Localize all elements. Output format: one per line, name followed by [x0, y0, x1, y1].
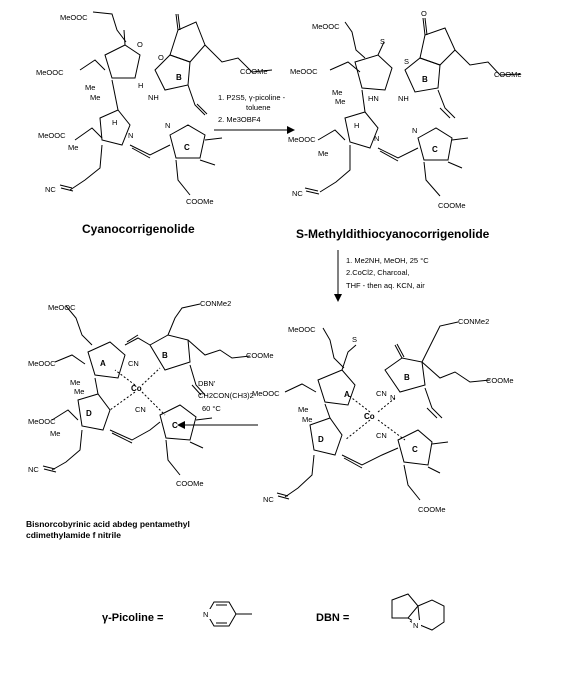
- legend-picoline: γ-Picoline = N: [102, 601, 252, 627]
- label-conme2: CONMe2: [200, 299, 231, 308]
- ring-label-b: B: [162, 351, 168, 360]
- label-meooc: MeOOC: [38, 131, 66, 140]
- label-oxygen: O: [137, 40, 143, 49]
- ring-label-c: C: [172, 421, 178, 430]
- label-nitrogen: N: [390, 393, 395, 402]
- label-nitrogen: N: [413, 621, 418, 630]
- label-coome: COOMe: [176, 479, 204, 488]
- compound-cyanocorrigenolide: MeOOC MeOOC MeOOC Me Me Me O O NH H H N …: [36, 11, 273, 236]
- label-sulfur: S: [352, 335, 357, 344]
- condition-text: toluene: [246, 103, 271, 112]
- compound-name: cdimethylamide f nitrile: [26, 530, 121, 540]
- label-nitrogen: N: [128, 131, 133, 140]
- label-nc: NC: [263, 495, 274, 504]
- label-cn: CN: [135, 405, 146, 414]
- label-oxygen: O: [421, 9, 427, 18]
- compound-cobalt-intermediate: MeOOC MeOOC CONMe2 Me Me S A B C D Co CN…: [252, 317, 514, 514]
- condition-text: DBN': [198, 379, 216, 388]
- label-cn: CN: [128, 359, 139, 368]
- label-nc: NC: [45, 185, 56, 194]
- label-meooc: MeOOC: [28, 417, 56, 426]
- label-cn: CN: [376, 389, 387, 398]
- label-sulfur: S: [404, 57, 409, 66]
- ring-label-d: D: [86, 409, 92, 418]
- ring-label-c: C: [412, 445, 418, 454]
- label-nitrogen: H: [112, 118, 117, 127]
- condition-text: THF - then aq. KCN, air: [346, 281, 425, 290]
- ring-label-b: B: [422, 75, 428, 84]
- label-me: Me: [50, 429, 60, 438]
- legend-dbn: DBN = N: [316, 593, 445, 631]
- compound-name: Cyanocorrigenolide: [82, 222, 195, 236]
- label-meooc: MeOOC: [48, 303, 76, 312]
- compound-s-methyldithiocyanocorrigenolide: MeOOC MeOOC MeOOC Me Me Me S S O HN NH H…: [288, 9, 522, 241]
- label-meooc: MeOOC: [36, 68, 64, 77]
- ring-label-b: B: [404, 373, 410, 382]
- label-me: Me: [90, 93, 100, 102]
- label-coome: COOMe: [240, 67, 268, 76]
- label-nitrogen: N: [374, 134, 379, 143]
- label-me: Me: [298, 405, 308, 414]
- ring-label-c: C: [432, 145, 438, 154]
- label-meooc: MeOOC: [60, 13, 88, 22]
- compound-name: Bisnorcobyrinic acid abdeg pentamethyl: [26, 519, 190, 529]
- condition-text: 1. P2S5, γ-picoline -: [218, 93, 286, 102]
- label-me: Me: [302, 415, 312, 424]
- condition-text: 2. Me3OBF4: [218, 115, 261, 124]
- compound-bisnorcobyrinic-acid: MeOOC MeOOC MeOOC CONMe2 Me Me Me A B C …: [26, 299, 274, 540]
- label-me: Me: [332, 88, 342, 97]
- label-me: Me: [70, 378, 80, 387]
- arrow-step-1: 1. P2S5, γ-picoline - toluene 2. Me3OBF4: [214, 93, 295, 134]
- ring-label-d: D: [318, 435, 324, 444]
- label-hn: HN: [368, 94, 379, 103]
- legend-label: γ-Picoline =: [102, 612, 163, 624]
- label-meooc: MeOOC: [288, 135, 316, 144]
- label-nc: NC: [28, 465, 39, 474]
- label-meooc: MeOOC: [290, 67, 318, 76]
- label-nh: NH: [148, 93, 159, 102]
- label-coome: COOMe: [186, 197, 214, 206]
- label-cobalt: Co: [364, 412, 375, 421]
- condition-text: 2.CoCl2, Charcoal,: [346, 268, 409, 277]
- label-coome: COOMe: [418, 505, 446, 514]
- label-meooc: MeOOC: [288, 325, 316, 334]
- label-nitrogen: N: [203, 610, 208, 619]
- label-h: H: [354, 121, 359, 130]
- condition-text: 60 °C: [202, 404, 221, 413]
- label-me: Me: [318, 149, 328, 158]
- label-meooc: MeOOC: [312, 22, 340, 31]
- label-me: Me: [74, 387, 84, 396]
- label-me: Me: [68, 143, 78, 152]
- label-coome: COOMe: [486, 376, 514, 385]
- condition-text: CH2CON(CH3)2: [198, 391, 254, 400]
- label-nitrogen: N: [165, 121, 170, 130]
- label-coome: COOMe: [494, 70, 522, 79]
- label-oxygen: O: [158, 53, 164, 62]
- ring-label-a: A: [344, 390, 350, 399]
- label-me: Me: [335, 97, 345, 106]
- label-coome: COOMe: [246, 351, 274, 360]
- ring-label-a: A: [100, 359, 106, 368]
- label-nc: NC: [292, 189, 303, 198]
- arrow-step-3: DBN' CH2CON(CH3)2 60 °C: [177, 379, 258, 429]
- label-coome: COOMe: [438, 201, 466, 210]
- legend-label: DBN =: [316, 612, 349, 624]
- arrow-step-2: 1. Me2NH, MeOH, 25 °C 2.CoCl2, Charcoal,…: [334, 250, 429, 302]
- ring-label-b: B: [176, 73, 182, 82]
- compound-name: S-Methyldithiocyanocorrigenolide: [296, 227, 490, 241]
- label-cobalt: Co: [131, 384, 142, 393]
- label-meooc: MeOOC: [28, 359, 56, 368]
- label-nitrogen: N: [412, 126, 417, 135]
- condition-text: 1. Me2NH, MeOH, 25 °C: [346, 256, 429, 265]
- label-meooc: MeOOC: [252, 389, 280, 398]
- ring-label-c: C: [184, 143, 190, 152]
- label-h: H: [138, 81, 143, 90]
- label-cn: CN: [376, 431, 387, 440]
- label-nh: NH: [398, 94, 409, 103]
- label-sulfur: S: [380, 37, 385, 46]
- label-me: Me: [85, 83, 95, 92]
- label-conme2: CONMe2: [458, 317, 489, 326]
